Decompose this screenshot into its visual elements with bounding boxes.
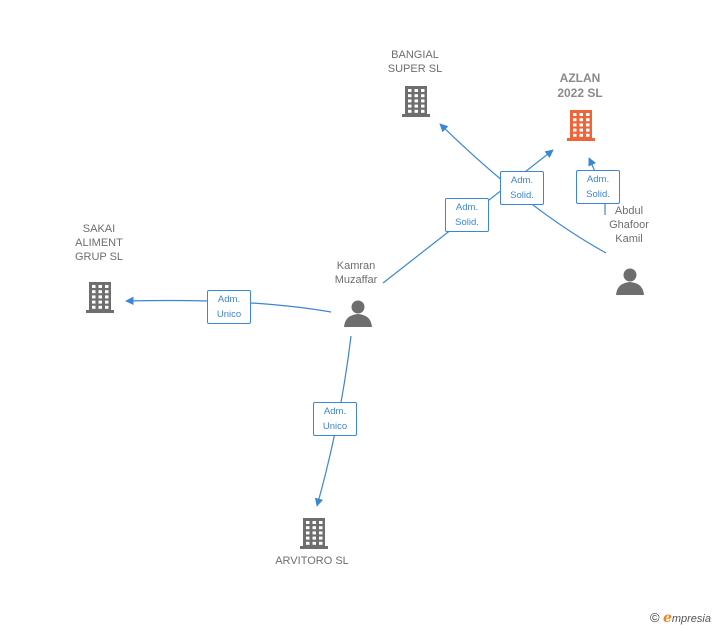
edge-label-kamran-sakai[interactable]: Adm. Unico <box>207 290 251 324</box>
edge-label-abdul-azlan[interactable]: Adm. Solid. <box>576 170 620 204</box>
node-label-abdul[interactable]: Abdul Ghafoor Kamil <box>609 205 649 245</box>
node-label-sakai[interactable]: SAKAI ALIMENT GRUP SL <box>74 223 124 263</box>
edge-label-abdul-bangial[interactable]: Adm. Solid. <box>500 171 544 205</box>
building-icon-sakai[interactable] <box>86 282 114 313</box>
building-icon-arvitoro[interactable] <box>300 518 328 549</box>
node-label-kamran[interactable]: Kamran Muzaffar <box>334 260 378 286</box>
copyright-symbol: © <box>650 610 660 625</box>
edge-label-kamran-arvitoro[interactable]: Adm. Unico <box>313 402 357 436</box>
building-icon-bangial[interactable] <box>402 86 430 117</box>
person-icon-abdul[interactable] <box>616 268 644 296</box>
edge-label-kamran-azlan[interactable]: Adm. Solid. <box>445 198 489 232</box>
brand-initial: e <box>662 610 672 626</box>
node-label-bangial[interactable]: BANGIAL SUPER SL <box>387 49 443 75</box>
node-label-azlan[interactable]: AZLAN 2022 SL <box>557 71 603 100</box>
brand-name: mpresia <box>671 613 711 625</box>
person-icon-kamran[interactable] <box>344 300 372 328</box>
building-icon-azlan[interactable] <box>567 110 595 141</box>
brand-watermark: © empresia <box>650 610 711 626</box>
node-label-arvitoro[interactable]: ARVITORO SL <box>275 555 349 567</box>
